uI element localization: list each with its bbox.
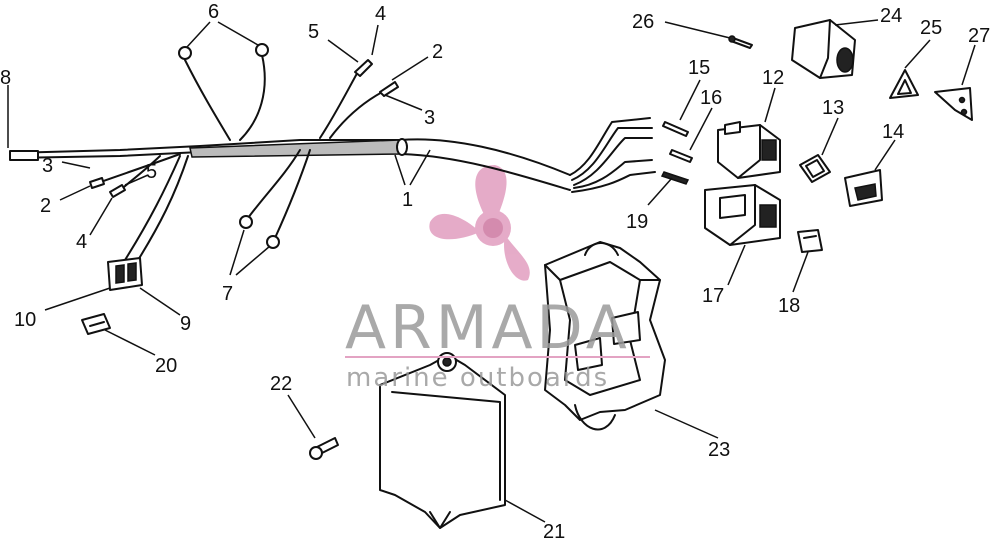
callout-24: 24 [880, 5, 902, 27]
screw-22 [309, 437, 339, 460]
callout-9: 9 [180, 313, 191, 335]
callout-18: 18 [778, 295, 800, 317]
callout-22: 22 [270, 373, 292, 395]
callout-23: 23 [708, 439, 730, 461]
watermark-tagline: marine outboards [346, 363, 609, 393]
callout-3: 3 [42, 155, 53, 177]
leader-lines [7, 19, 976, 523]
seal-25 [889, 69, 919, 99]
callout-2: 2 [432, 41, 443, 63]
watermark-divider [345, 356, 650, 358]
callout-4: 4 [375, 3, 386, 25]
watermark-brand: ARMADA [345, 293, 631, 363]
callout-5: 5 [308, 21, 319, 43]
bracket-27 [934, 87, 973, 121]
connector-12 [717, 121, 781, 179]
callout-19: 19 [626, 211, 648, 233]
callout-2: 2 [40, 195, 51, 217]
terminal-pins [660, 121, 693, 185]
fuse-20 [81, 313, 111, 335]
mounting-bracket-23 [544, 241, 666, 431]
callout-12: 12 [762, 67, 784, 89]
screw-26 [728, 35, 753, 49]
callout-27: 27 [968, 25, 990, 47]
callout-8: 8 [0, 67, 11, 89]
callout-4: 4 [76, 231, 87, 253]
callout-17: 17 [702, 285, 724, 307]
connector-24 [791, 19, 856, 79]
connector-17 [704, 184, 781, 246]
callout-3: 3 [424, 107, 435, 129]
watermark-propeller-icon [429, 165, 530, 281]
plate-14 [844, 169, 883, 207]
callout-25: 25 [920, 17, 942, 39]
seal-13 [799, 154, 831, 183]
callout-7: 7 [222, 283, 233, 305]
callout-13: 13 [822, 97, 844, 119]
clip-18 [797, 229, 823, 253]
callout-15: 15 [688, 57, 710, 79]
wiring-harness [9, 43, 656, 266]
callout-21: 21 [543, 521, 565, 541]
callout-6: 6 [208, 1, 219, 23]
callout-16: 16 [700, 87, 722, 109]
callout-5: 5 [146, 161, 157, 183]
callout-14: 14 [882, 121, 904, 143]
connector-9-10 [107, 257, 143, 291]
callout-26: 26 [632, 11, 654, 33]
callout-1: 1 [402, 189, 413, 211]
callout-10: 10 [14, 309, 36, 331]
callout-20: 20 [155, 355, 177, 377]
